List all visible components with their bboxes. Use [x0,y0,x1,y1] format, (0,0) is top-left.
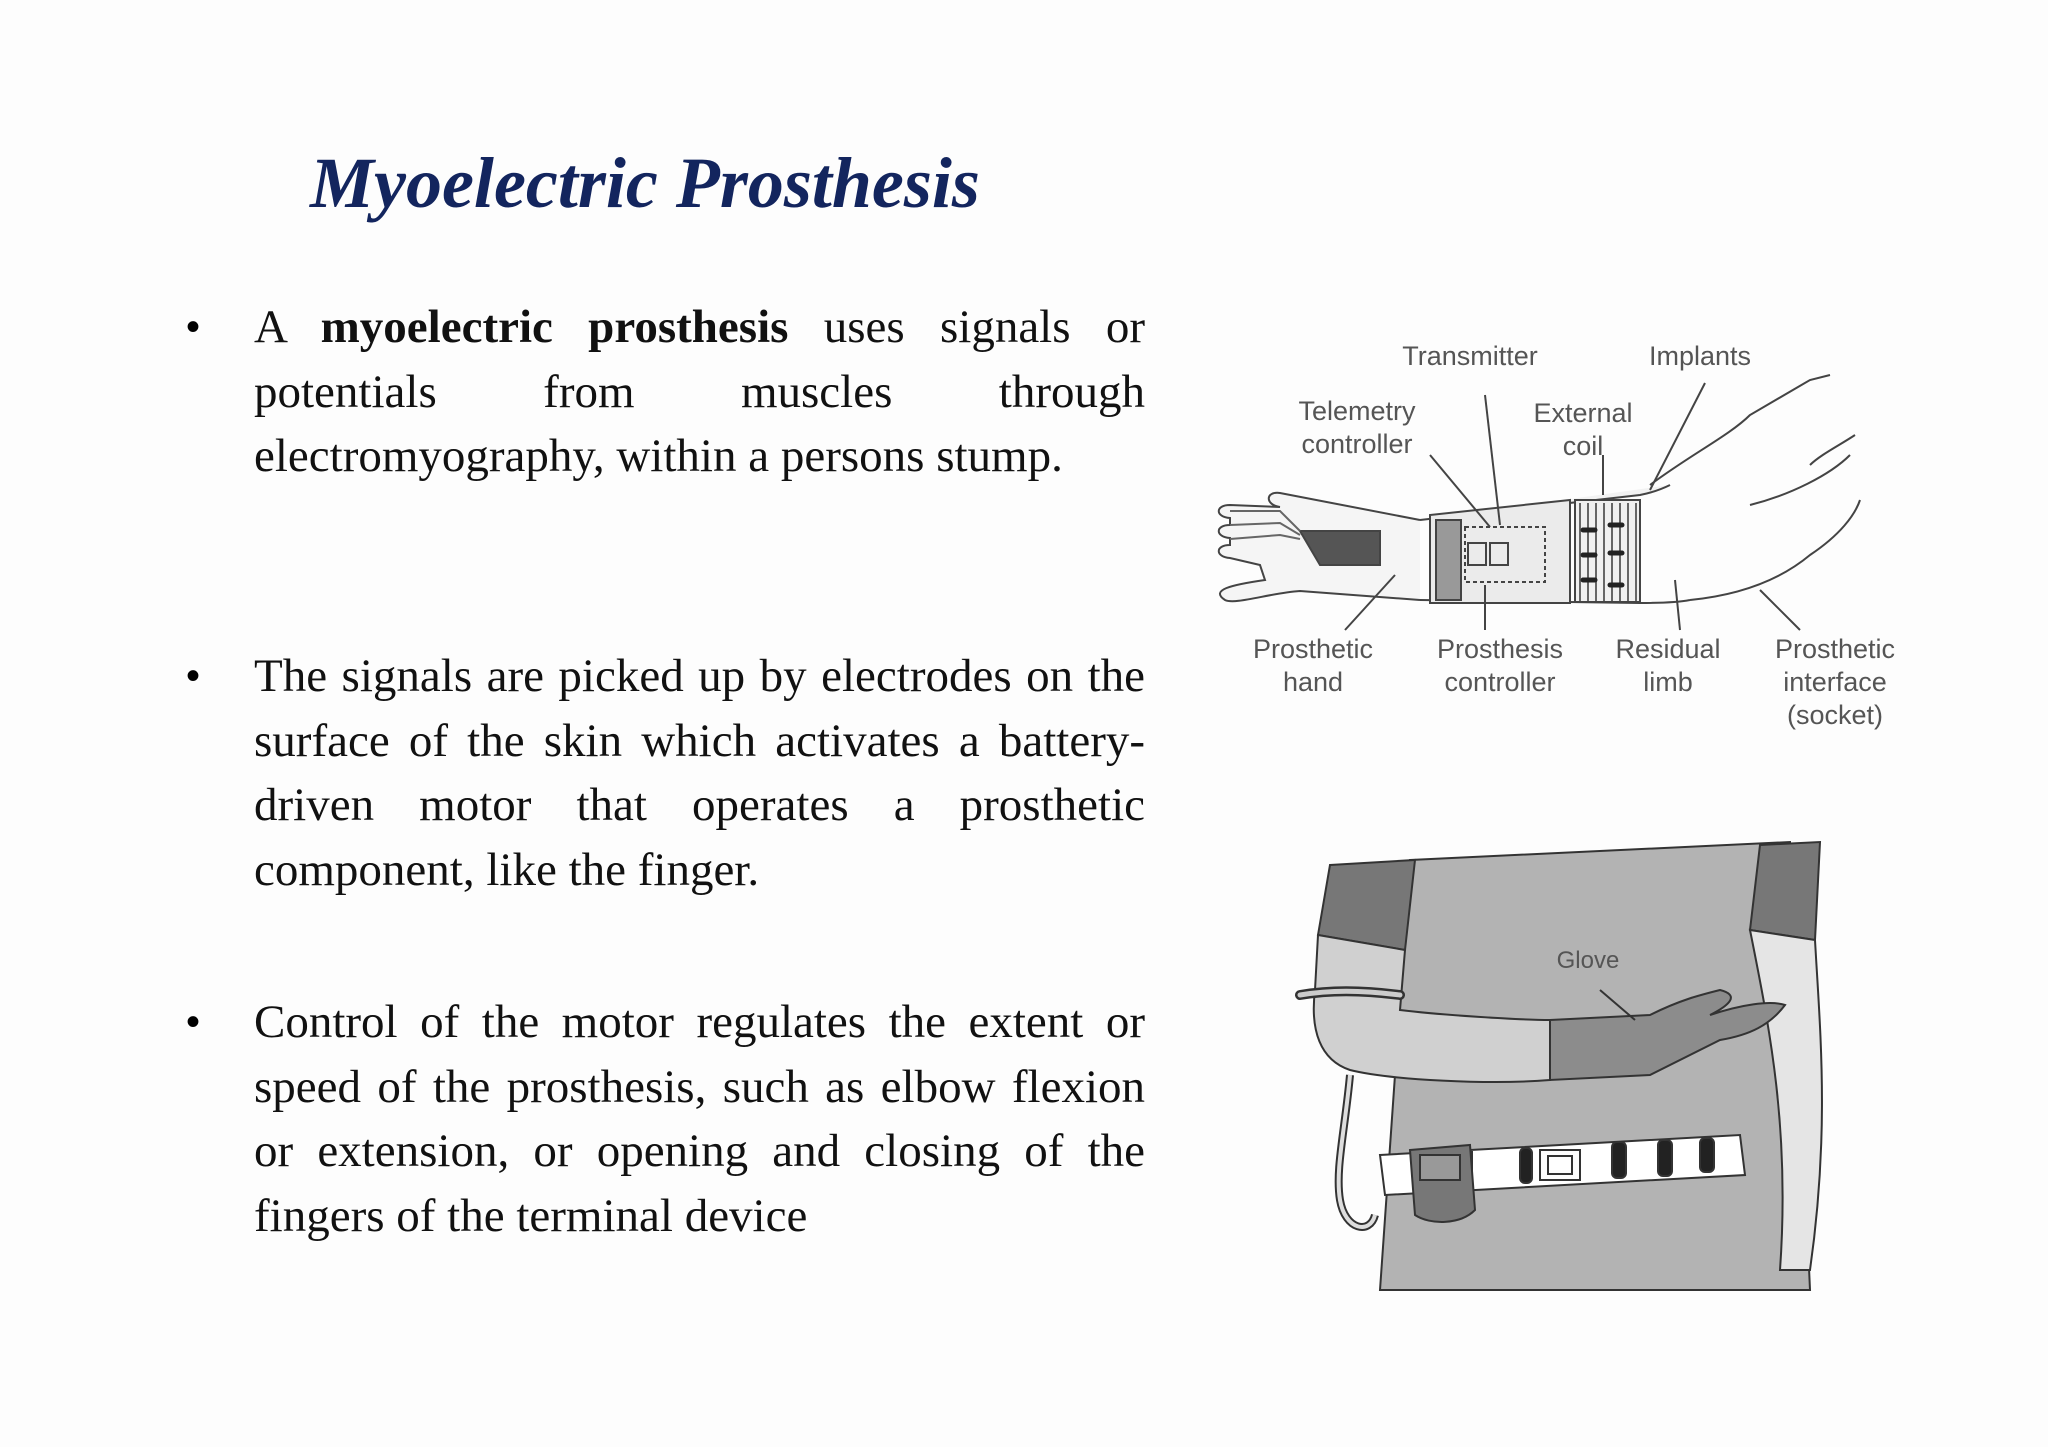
bullet-item-1: • A myoelectric prosthesis uses signals … [180,295,1145,489]
label-residual-1: Residual [1615,634,1720,664]
label-interface-1: Prosthetic [1775,634,1895,664]
bullet-text-3: Control of the motor regulates the exten… [254,996,1145,1242]
label-telemetry-2: controller [1301,429,1412,459]
label-hand-1: Prosthetic [1253,634,1373,664]
bullet-text-1-term: myoelectric prosthesis [320,301,789,353]
label-interface-2: interface [1783,667,1887,697]
label-external-1: External [1533,398,1632,428]
label-controller-2: controller [1444,667,1555,697]
label-glove: Glove [1557,947,1620,974]
prosthesis-arm-diagram: Transmitter Implants Telemetry controlle… [1217,341,1895,730]
label-residual-2: limb [1643,667,1693,697]
bullet-item-3: • Control of the motor regulates the ext… [180,990,1145,1248]
bullet-item-2: • The signals are picked up by electrode… [180,644,1145,902]
bullet-text-1-rest: uses signals or potentials from muscles … [254,301,1145,482]
bullet-marker: • [186,654,201,698]
label-hand-2: hand [1283,667,1343,697]
bullet-text-1: A myoelectric prosthesis uses signals or… [254,295,1145,489]
label-controller-1: Prosthesis [1437,634,1563,664]
label-interface-3: (socket) [1787,700,1883,730]
bullet-marker: • [186,305,201,349]
label-external-2: coil [1563,431,1604,461]
bullet-marker: • [186,1000,201,1044]
bullet-text-2: The signals are picked up by electrodes … [254,650,1145,896]
label-telemetry-1: Telemetry [1298,396,1416,426]
glove-prosthesis-figure: Glove [1295,840,1823,1291]
slide-title: Myoelectric Prosthesis [310,143,980,223]
bullet-text-1-lead: A [254,301,321,353]
label-implants: Implants [1649,341,1751,371]
label-transmitter: Transmitter [1402,341,1538,371]
